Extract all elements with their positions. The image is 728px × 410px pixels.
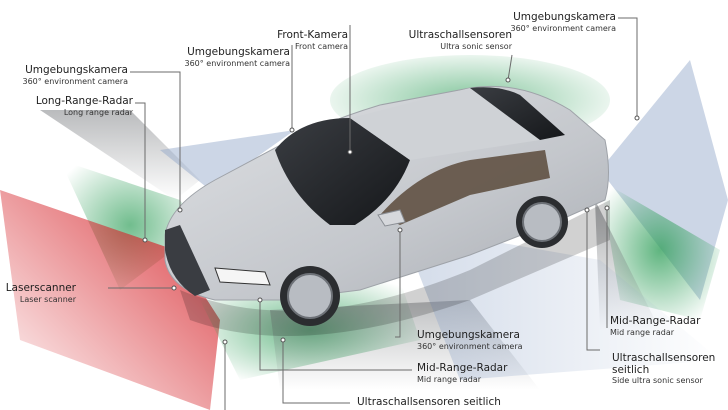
- label-en: 360° environment camera: [22, 76, 128, 86]
- label-de: Umgebungskamera: [187, 46, 290, 58]
- label-de: Front-Kamera: [277, 29, 348, 41]
- car-shadow: [180, 200, 610, 336]
- red-laser-field: [0, 190, 220, 410]
- blue-camera-field-mirror: [160, 130, 295, 190]
- roof: [350, 88, 540, 160]
- blue-camera-field-side: [400, 225, 720, 380]
- label-ultraschallsensoren-top: Ultraschallsensoren Ultra sonic sensor: [408, 29, 512, 51]
- label-en: Long range radar: [63, 107, 133, 117]
- label-de: Laserscanner: [5, 282, 76, 294]
- label-de: Long-Range-Radar: [35, 95, 133, 107]
- label-de: Ultraschallsensoren seitlich: [612, 352, 716, 376]
- front-rim: [287, 273, 333, 319]
- label-de: Ultraschallsensoren seitlich: [357, 396, 501, 408]
- rear-rim: [522, 202, 562, 242]
- headlight: [214, 267, 271, 286]
- sensor-points: [142, 77, 640, 345]
- label-umgebungskamera-mirror-right: Umgebungskamera 360° environment camera: [417, 329, 523, 351]
- label-en: 360° environment camera: [417, 341, 523, 351]
- label-de: Umgebungskamera: [417, 329, 520, 341]
- grey-field-front-left: [40, 110, 200, 200]
- label-en: Mid range radar: [417, 374, 482, 384]
- side-mirror: [377, 209, 406, 227]
- label-umgebungskamera-front-left: Umgebungskamera 360° environment camera: [22, 64, 128, 86]
- label-ultraschallsensoren-seitlich-rear: Ultraschallsensoren seitlich Side ultra …: [612, 352, 722, 386]
- windshield: [275, 118, 410, 225]
- label-en: 360° environment camera: [184, 58, 290, 68]
- label-de: Mid-Range-Radar: [610, 315, 701, 327]
- side-windows: [380, 150, 550, 225]
- rear-window: [470, 87, 565, 140]
- label-de: Umgebungskamera: [513, 11, 616, 23]
- leader-lines: [108, 17, 638, 410]
- label-laserscanner: Laserscanner Laser scanner: [5, 282, 76, 304]
- label-ultraschallsensoren-seitlich-front: Ultraschallsensoren seitlich: [357, 396, 501, 409]
- label-front-kamera: Front-Kamera Front camera: [277, 29, 348, 51]
- label-en: Laser scanner: [19, 294, 76, 304]
- grille: [165, 225, 210, 296]
- label-umgebungskamera-mirror-left: Umgebungskamera 360° environment camera: [184, 46, 290, 68]
- label-en: Side ultra sonic sensor: [612, 376, 703, 386]
- label-en: Front camera: [295, 41, 348, 51]
- car-illustration: [164, 85, 610, 336]
- label-mid-range-radar-rear: Mid-Range-Radar Mid range radar: [610, 315, 701, 337]
- sensor-fields: [0, 55, 728, 410]
- label-de: Umgebungskamera: [25, 64, 128, 76]
- label-de: Ultraschallsensoren: [408, 29, 512, 41]
- label-en: Ultra sonic sensor: [440, 41, 512, 51]
- label-mid-range-radar-front: Mid-Range-Radar Mid range radar: [417, 362, 508, 384]
- label-umgebungskamera-rear: Umgebungskamera 360° environment camera: [510, 11, 616, 33]
- label-de: Mid-Range-Radar: [417, 362, 508, 374]
- green-radar-field-front-left: [60, 160, 200, 290]
- label-long-range-radar: Long-Range-Radar Long range radar: [35, 95, 133, 117]
- label-en: 360° environment camera: [510, 23, 616, 33]
- label-en: Mid range radar: [610, 327, 675, 337]
